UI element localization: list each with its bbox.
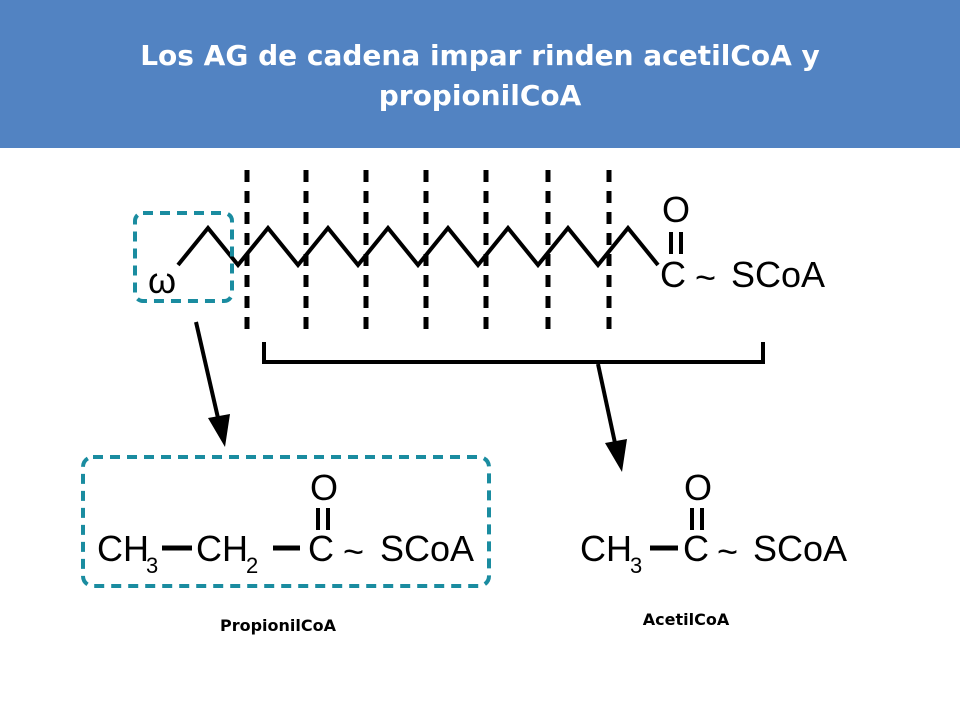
acetyl-caption: AcetilCoA bbox=[643, 610, 730, 629]
arrow-to-acetyl bbox=[596, 363, 627, 472]
chain-thioester-bond: ~ bbox=[695, 257, 716, 298]
propionyl-scoa: SCoA bbox=[380, 528, 474, 569]
propionyl-ch3-subscript: 3 bbox=[146, 553, 158, 578]
propionyl-thioester-bond: ~ bbox=[343, 531, 364, 572]
acetyl-thioester-bond: ~ bbox=[717, 531, 738, 572]
fatty-acid-chain bbox=[176, 224, 660, 269]
title-line-1: Los AG de cadena impar rinden acetilCoA … bbox=[140, 39, 820, 72]
acetyl-ch3: CH bbox=[580, 528, 632, 569]
acetyl-bracket bbox=[262, 342, 765, 364]
title-line-2: propionilCoA bbox=[378, 79, 582, 112]
acetyl-oxygen: O bbox=[684, 467, 712, 508]
propionyl-box bbox=[81, 455, 491, 588]
propionyl-coa-formula: CH 3 CH 2 O C ~ SCoA bbox=[97, 467, 474, 578]
propionyl-ch2-subscript: 2 bbox=[246, 553, 258, 578]
acetyl-scoa: SCoA bbox=[753, 528, 847, 569]
acetyl-ch3-subscript: 3 bbox=[630, 553, 642, 578]
acetyl-coa-formula: CH 3 O C ~ SCoA bbox=[580, 467, 847, 578]
propionyl-oxygen: O bbox=[310, 467, 338, 508]
chain-carbonyl-oxygen: O bbox=[662, 189, 690, 230]
propionyl-ch2: CH bbox=[196, 528, 248, 569]
omega-label: ω bbox=[148, 260, 176, 301]
propionyl-carbon: C bbox=[308, 528, 334, 569]
arrow-to-propionyl bbox=[194, 321, 230, 447]
cleavage-lines bbox=[244, 170, 612, 330]
propionyl-ch3: CH bbox=[97, 528, 149, 569]
acetyl-carbon: C bbox=[683, 528, 709, 569]
slide-title: Los AG de cadena impar rinden acetilCoA … bbox=[0, 36, 960, 116]
chain-carbonyl-carbon: C bbox=[660, 254, 686, 295]
omega-box bbox=[133, 211, 234, 303]
chain-scoa: SCoA bbox=[731, 254, 825, 295]
propionyl-caption: PropionilCoA bbox=[220, 616, 337, 635]
slide-header: Los AG de cadena impar rinden acetilCoA … bbox=[0, 0, 960, 148]
